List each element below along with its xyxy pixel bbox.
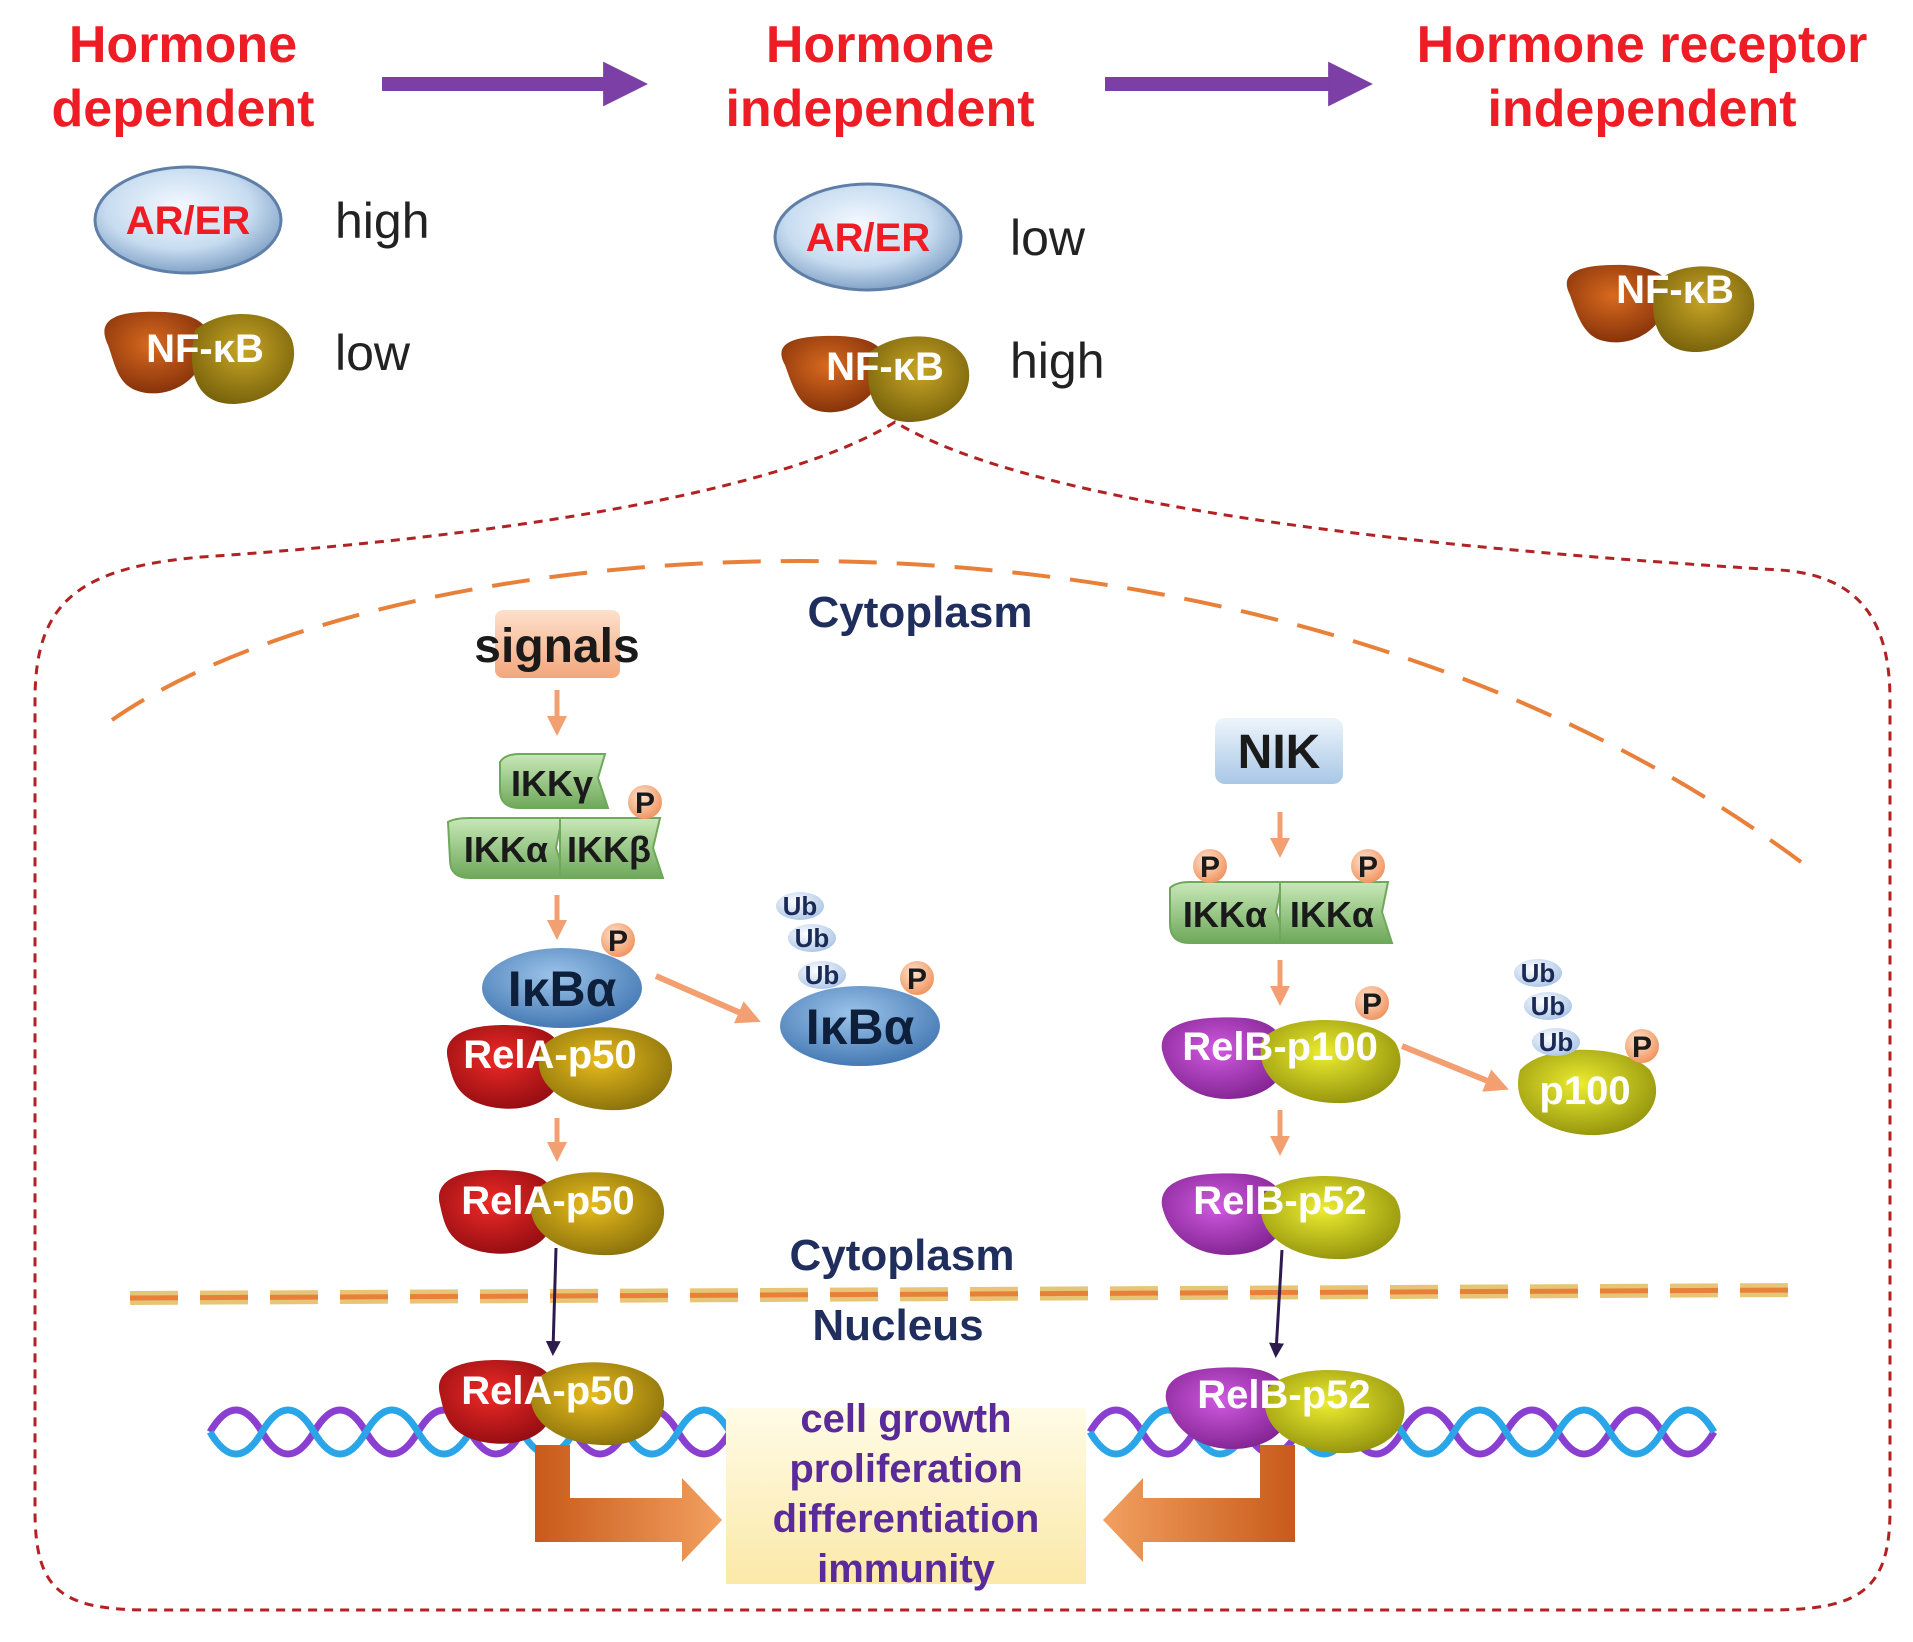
p100-released: p100 P Ub Ub Ub — [1514, 958, 1659, 1136]
stage-title-line: dependent — [52, 80, 315, 138]
level-label: low — [1010, 210, 1086, 266]
ikba-label: IκBα — [508, 961, 617, 1017]
ubiquitin-label: Ub — [1521, 958, 1556, 988]
stage-hormone-independent: Hormone independent — [725, 16, 1034, 138]
rela-p50-label: RelA-p50 — [461, 1369, 634, 1413]
outcome-immunity: immunity — [817, 1547, 996, 1591]
phospho-label: P — [608, 925, 628, 958]
compartment-label-nucleus: Nucleus — [812, 1301, 983, 1350]
stage-hormone-dependent: Hormone dependent — [52, 16, 315, 138]
transcription-arrow-left — [535, 1445, 722, 1562]
arer-receptor-dependent: AR/ER — [93, 165, 283, 275]
ikba-label: IκBα — [806, 999, 915, 1055]
ikk-complex-canonical: IKKγ IKKα IKKβ P — [446, 753, 665, 879]
processing-arrow — [1400, 1043, 1509, 1092]
outcome-proliferation: proliferation — [789, 1447, 1022, 1491]
ikk-beta-label: IKKβ — [567, 829, 651, 870]
relb-p52-label: RelB-p52 — [1197, 1373, 1370, 1417]
nik-box — [1215, 718, 1343, 784]
degradation-arrow — [654, 973, 761, 1024]
outcome-cell-growth: cell growth — [800, 1397, 1011, 1441]
phospho-label: P — [1200, 851, 1220, 884]
arer-receptor-independent: AR/ER — [773, 182, 963, 292]
ikba-bound: IκBα P — [482, 923, 642, 1028]
ubiquitin-label: Ub — [1539, 1027, 1574, 1057]
rela-p50-complex-nuclear: RelA-p50 — [438, 1360, 665, 1446]
nfkb-dimer-independent: NF-κB — [781, 335, 970, 423]
nfkb-dimer-dependent: NF-κB — [104, 311, 295, 405]
translocation-arrow — [1269, 1249, 1285, 1358]
ikk-alpha-label: IKKα — [1290, 894, 1374, 935]
level-label: low — [335, 325, 411, 381]
nfkb-dimer-receptor-independent: NF-κB — [1566, 264, 1755, 353]
phospho-label: P — [635, 787, 655, 820]
stage-title-line: independent — [725, 80, 1034, 138]
relb-p52-label: RelB-p52 — [1193, 1179, 1366, 1223]
stage-title-line: Hormone receptor — [1417, 16, 1868, 74]
compartment-label-cytoplasm: Cytoplasm — [808, 588, 1033, 637]
outcome-differentiation: differentiation — [773, 1497, 1040, 1541]
nfkb-label: NF-κB — [1616, 268, 1734, 312]
nik-label: NIK — [1238, 726, 1321, 779]
ubiquitin-label: Ub — [795, 923, 830, 953]
stage-title-line: Hormone — [69, 16, 297, 74]
translocation-arrow — [545, 1247, 561, 1356]
outcome-box — [726, 1408, 1086, 1584]
phospho-label: P — [1358, 851, 1378, 884]
signals-label: signals — [474, 620, 639, 673]
phospho-label: P — [907, 963, 927, 996]
transcription-arrow-right — [1103, 1445, 1295, 1562]
ubiquitin-label: Ub — [783, 891, 818, 921]
rela-p50-complex-free: RelA-p50 — [438, 1170, 665, 1256]
relb-p100-label: RelB-p100 — [1182, 1025, 1378, 1069]
cell-membrane — [110, 559, 1807, 867]
ubiquitin-label: Ub — [1531, 991, 1566, 1021]
stage-title-line: Hormone — [766, 16, 994, 74]
rela-p50-complex-inhibited: RelA-p50 — [446, 1025, 673, 1111]
ikk-alpha-dimer: IKKα IKKα P P — [1169, 849, 1394, 944]
rela-p50-label: RelA-p50 — [463, 1033, 636, 1077]
relb-p52-complex-nuclear: RelB-p52 — [1165, 1367, 1405, 1454]
nfkb-label: NF-κB — [146, 327, 264, 371]
compartment-label-cytoplasm: Cytoplasm — [790, 1231, 1015, 1280]
stage-hormone-receptor-independent: Hormone receptor independent — [1417, 16, 1868, 138]
ikk-alpha-label: IKKα — [1183, 894, 1267, 935]
signals-box — [495, 610, 620, 678]
relb-p100-complex: RelB-p100 P — [1161, 986, 1401, 1104]
p100-label: p100 — [1539, 1069, 1630, 1113]
zoom-outline — [33, 420, 1892, 1612]
arer-label: AR/ER — [806, 216, 931, 260]
ikk-gamma-label: IKKγ — [511, 763, 593, 804]
nfkb-label: NF-κB — [826, 345, 944, 389]
relb-p52-complex-free: RelB-p52 — [1161, 1173, 1401, 1260]
stage-title-line: independent — [1487, 80, 1796, 138]
ikba-released: IκBα P Ub Ub Ub — [776, 891, 940, 1066]
phospho-label: P — [1362, 988, 1382, 1021]
phospho-label: P — [1632, 1031, 1652, 1064]
arer-label: AR/ER — [126, 199, 251, 243]
ubiquitin-label: Ub — [805, 960, 840, 990]
level-label: high — [1010, 333, 1105, 389]
rela-p50-label: RelA-p50 — [461, 1179, 634, 1223]
level-label: high — [335, 193, 430, 249]
ikk-alpha-label: IKKα — [464, 829, 548, 870]
